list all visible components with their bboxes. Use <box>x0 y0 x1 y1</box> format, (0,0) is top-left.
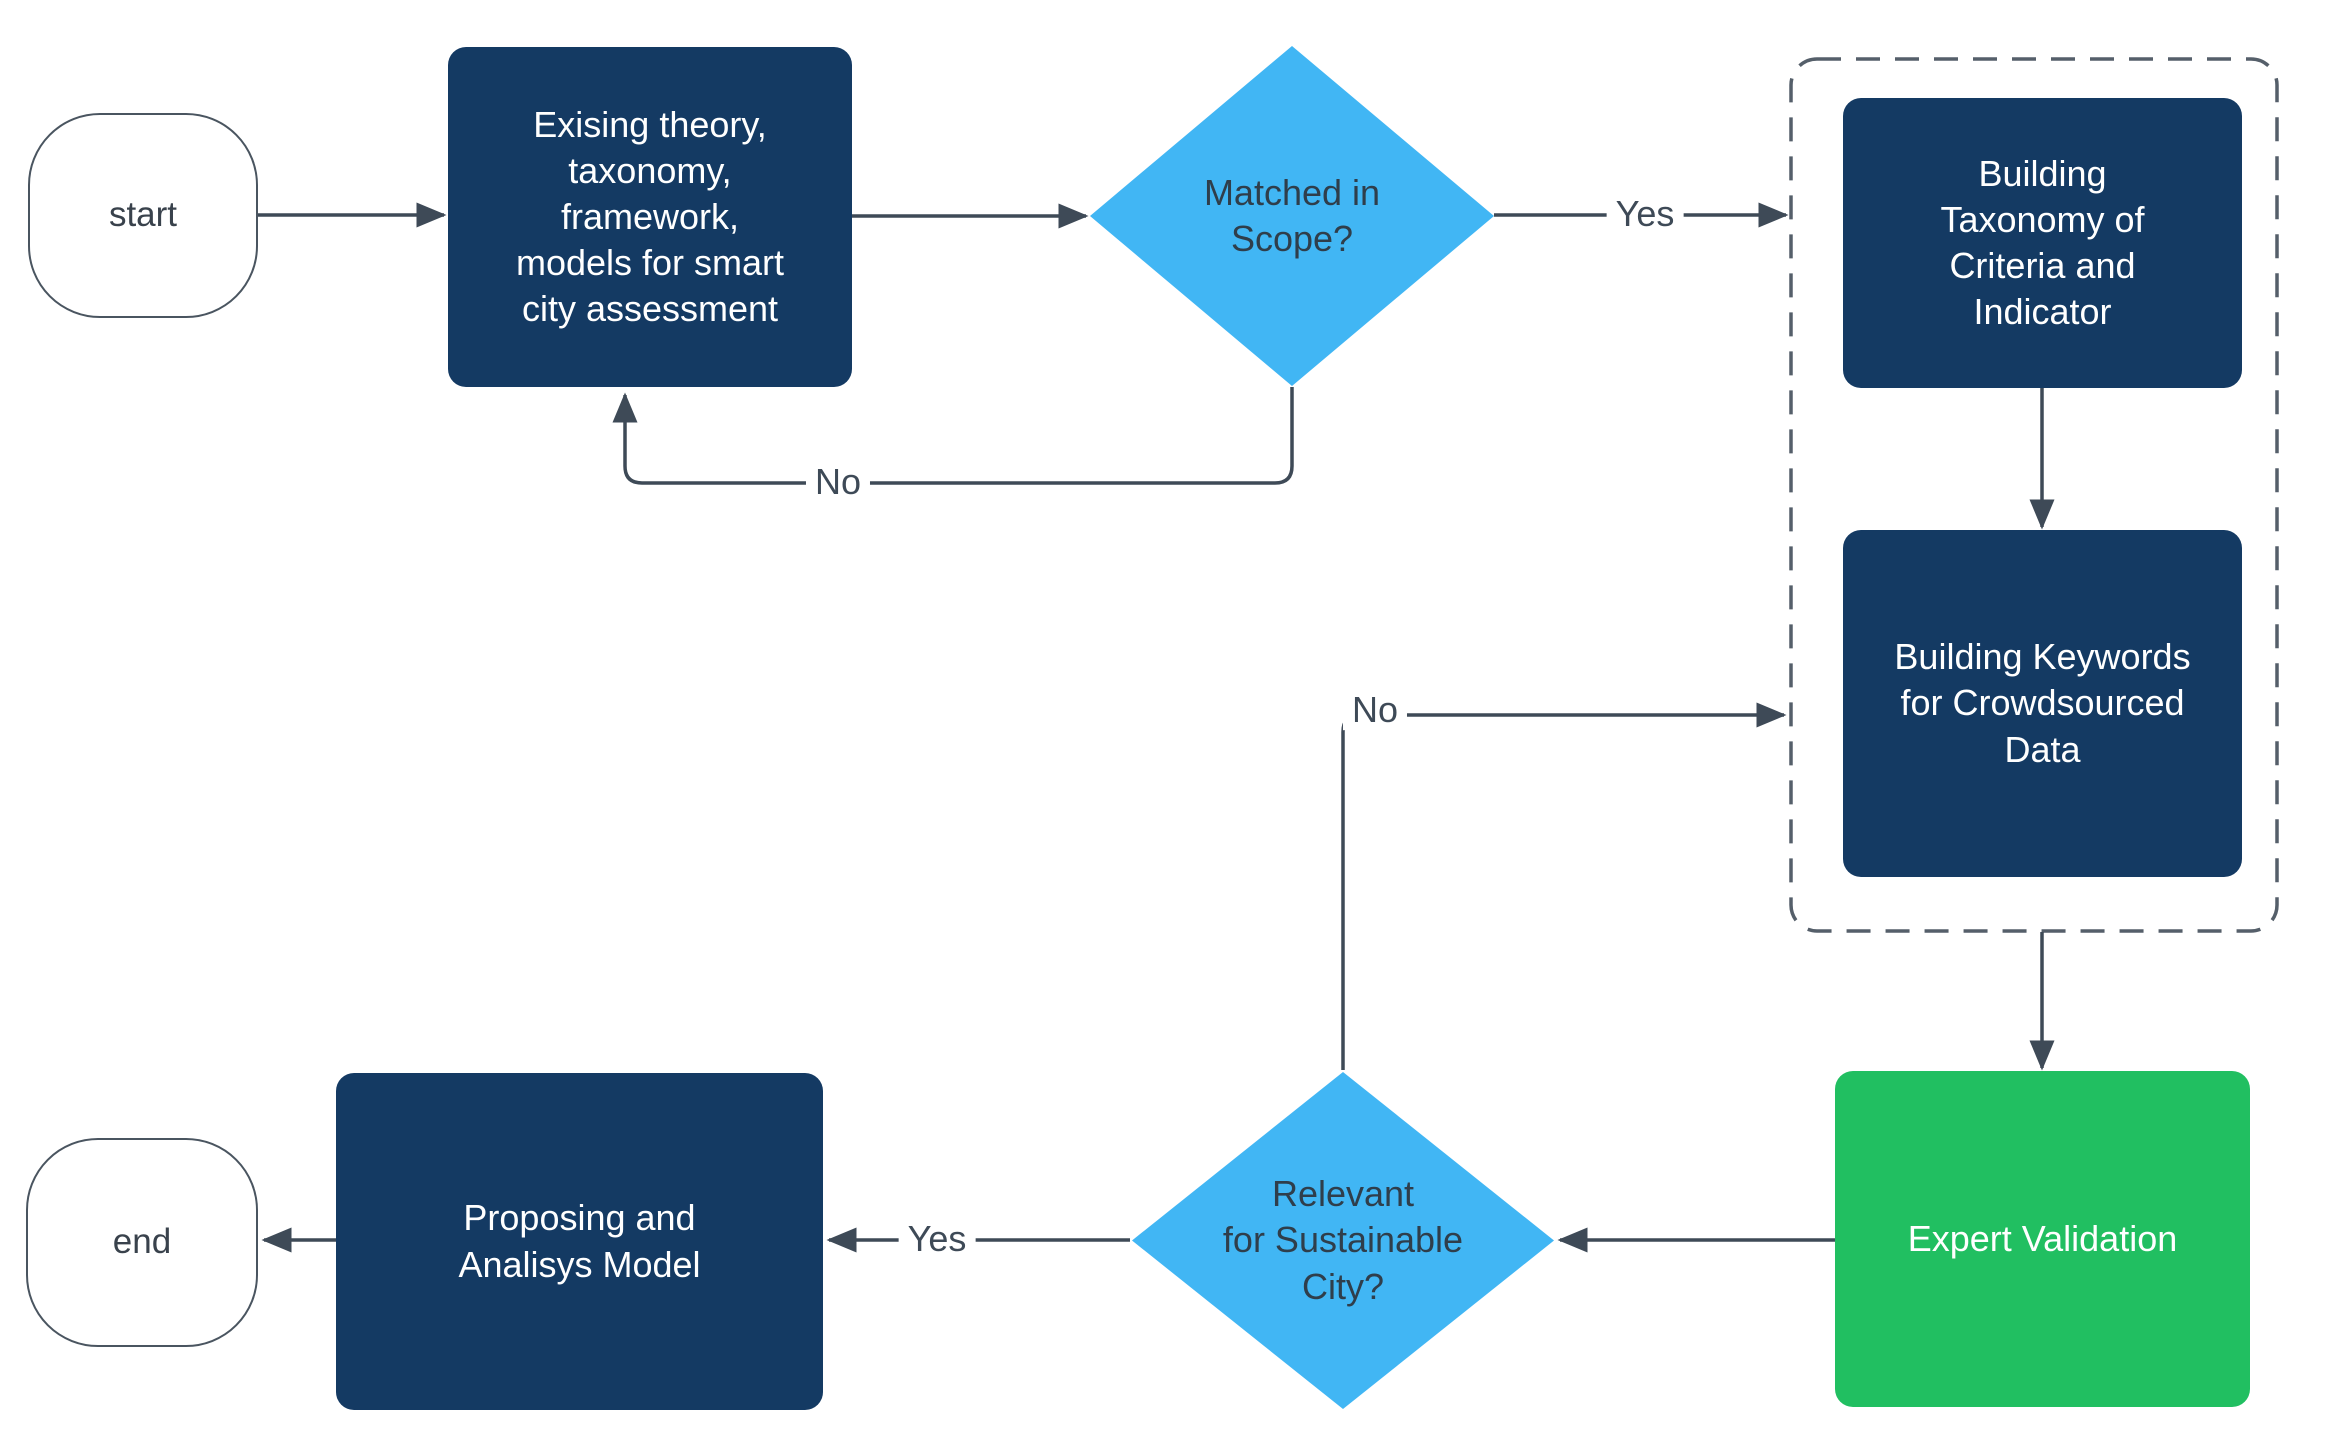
existing-theory-node: Exising theory, taxonomy, framework, mod… <box>448 47 852 387</box>
start-node: start <box>28 113 258 318</box>
building-taxonomy-node: Building Taxonomy of Criteria and Indica… <box>1843 98 2242 388</box>
edge-label-relevant-no: No <box>1342 690 1408 730</box>
relevant-for-sustainable-city-decision-label: Relevant for Sustainable City? <box>1222 1173 1464 1307</box>
scope-group-dashed-container <box>1789 57 2279 933</box>
start-node-label: start <box>108 195 178 235</box>
expert-validation-node-label: Expert Validation <box>1907 1217 2178 1259</box>
building-keywords-node: Building Keywords for Crowdsourced Data <box>1843 530 2242 877</box>
edge-relevant-no-to-keywords <box>1341 702 1787 1070</box>
building-taxonomy-node-label: Building Taxonomy of Criteria and Indica… <box>1940 152 2145 333</box>
edge-label-matched-no: No <box>805 462 871 502</box>
edge-matched-no-loop-to-existing-theory <box>612 387 1294 485</box>
end-node-label: end <box>112 1222 172 1262</box>
edge-label-relevant-yes: Yes <box>898 1219 976 1259</box>
expert-validation-node: Expert Validation <box>1835 1071 2250 1407</box>
end-node: end <box>26 1138 258 1347</box>
existing-theory-node-label: Exising theory, taxonomy, framework, mod… <box>515 103 785 330</box>
proposing-analisys-model-node: Proposing and Analisys Model <box>336 1073 823 1410</box>
building-keywords-node-label: Building Keywords for Crowdsourced Data <box>1894 636 2191 770</box>
matched-in-scope-decision-label: Matched in Scope? <box>1203 171 1381 259</box>
edge-label-matched-yes: Yes <box>1606 194 1684 234</box>
proposing-analisys-model-node-label: Proposing and Analisys Model <box>458 1197 701 1285</box>
